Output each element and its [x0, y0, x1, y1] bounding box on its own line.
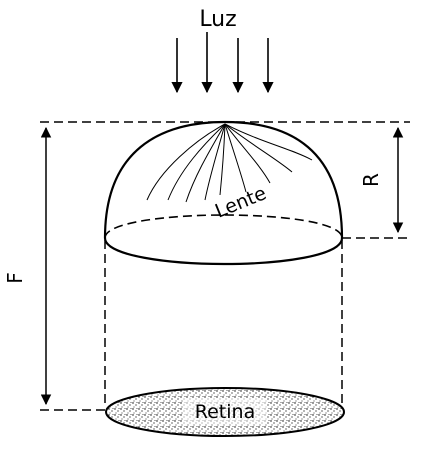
focal-length-label: F	[3, 272, 27, 284]
light-label: Luz	[199, 7, 236, 32]
lens-dome	[103, 120, 344, 239]
light-rays	[171, 32, 274, 94]
lens-base-back	[104, 214, 343, 239]
lens-base-front	[103, 237, 344, 266]
retina-label-backdrop	[183, 398, 267, 424]
radius-label: R	[359, 173, 383, 187]
converging-rays	[146, 123, 313, 203]
retina-label: Retina	[195, 401, 255, 423]
